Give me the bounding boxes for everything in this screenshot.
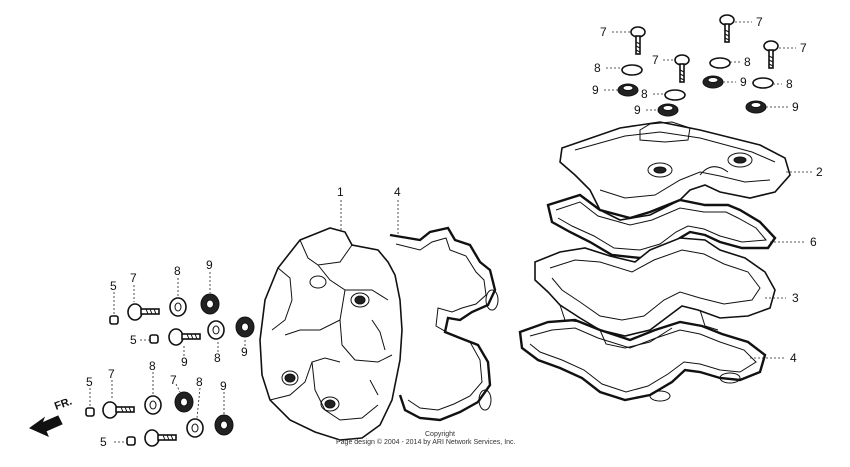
callout-8: 8: [196, 375, 203, 389]
copyright-line-2: Page design © 2004 - 2014 by ARI Network…: [336, 438, 516, 446]
rear-cover-gasket: [546, 193, 777, 260]
bolt-icon: [719, 14, 735, 43]
cap-icon: [85, 407, 95, 417]
callout-8: 8: [149, 359, 156, 373]
bolt-icon: [168, 328, 201, 346]
cylinder-head-cover-front: [259, 227, 403, 441]
callout-5: 5: [86, 375, 93, 389]
callout-labels: 1 4 2 6 3 4 7 7 7 7 8 8 8 8 9 9 9 9 5 7 …: [86, 15, 823, 449]
callout-9: 9: [220, 379, 227, 393]
grommet-icon: [174, 391, 194, 413]
callout-9: 9: [592, 83, 599, 97]
grommet-icon: [702, 75, 724, 89]
bolt-icon: [127, 303, 160, 321]
grommet-icon: [235, 316, 255, 338]
callout-8: 8: [594, 61, 601, 75]
bolt-icon: [630, 26, 646, 55]
washer-icon: [664, 89, 686, 101]
callout-7: 7: [600, 25, 607, 39]
callout-6: 6: [810, 235, 817, 249]
callout-7: 7: [756, 15, 763, 29]
cap-icon: [126, 436, 136, 446]
left-hardware: [85, 293, 255, 447]
callout-8: 8: [174, 264, 181, 278]
arrow-left-icon: [28, 415, 63, 437]
callout-7: 7: [108, 367, 115, 381]
callout-7: 7: [170, 373, 177, 387]
cylinder-head-cover-gasket-front: [389, 226, 499, 422]
cylinder-head-cover-rear: [559, 121, 791, 221]
callout-1: 1: [337, 185, 344, 199]
copyright-notice: Copyright Page design © 2004 - 2014 by A…: [336, 431, 516, 446]
callout-4-rear: 4: [790, 351, 797, 365]
callout-5: 5: [130, 333, 137, 347]
bolt-icon: [144, 429, 177, 447]
callout-7: 7: [130, 271, 137, 285]
grommet-icon: [200, 293, 220, 315]
cap-icon: [149, 334, 159, 344]
front-label: FR.: [53, 395, 74, 412]
rear-cover-gasket-lower: [518, 318, 767, 402]
callout-7: 7: [652, 53, 659, 67]
callout-2: 2: [816, 165, 823, 179]
callout-9: 9: [241, 345, 248, 359]
washer-icon: [621, 64, 643, 76]
rear-cover-frame: [534, 237, 776, 349]
callout-5: 5: [100, 435, 107, 449]
callout-4-front: 4: [394, 185, 401, 199]
callout-9: 9: [206, 258, 213, 272]
grommet-icon: [617, 83, 639, 97]
callout-5: 5: [110, 279, 117, 293]
grommet-icon: [745, 100, 767, 114]
bolt-icon: [102, 401, 135, 419]
callout-7: 7: [800, 41, 807, 55]
leader-lines: [89, 21, 812, 443]
bolt-icon: [674, 54, 690, 83]
front-direction-arrow: FR.: [28, 395, 74, 437]
grommet-icon: [657, 103, 679, 117]
washer-icon: [709, 57, 731, 69]
callout-9: 9: [792, 100, 799, 114]
callout-9: 9: [181, 355, 188, 369]
callout-8: 8: [786, 77, 793, 91]
callout-9: 9: [740, 75, 747, 89]
callout-8: 8: [214, 351, 221, 365]
callout-9: 9: [634, 103, 641, 117]
callout-8: 8: [641, 87, 648, 101]
bolt-icon: [763, 40, 779, 69]
grommet-icon: [214, 414, 234, 436]
callout-8: 8: [744, 55, 751, 69]
copyright-line-1: Copyright: [425, 431, 455, 438]
washer-icon: [752, 77, 774, 89]
callout-3: 3: [792, 291, 799, 305]
cap-icon: [109, 315, 119, 325]
